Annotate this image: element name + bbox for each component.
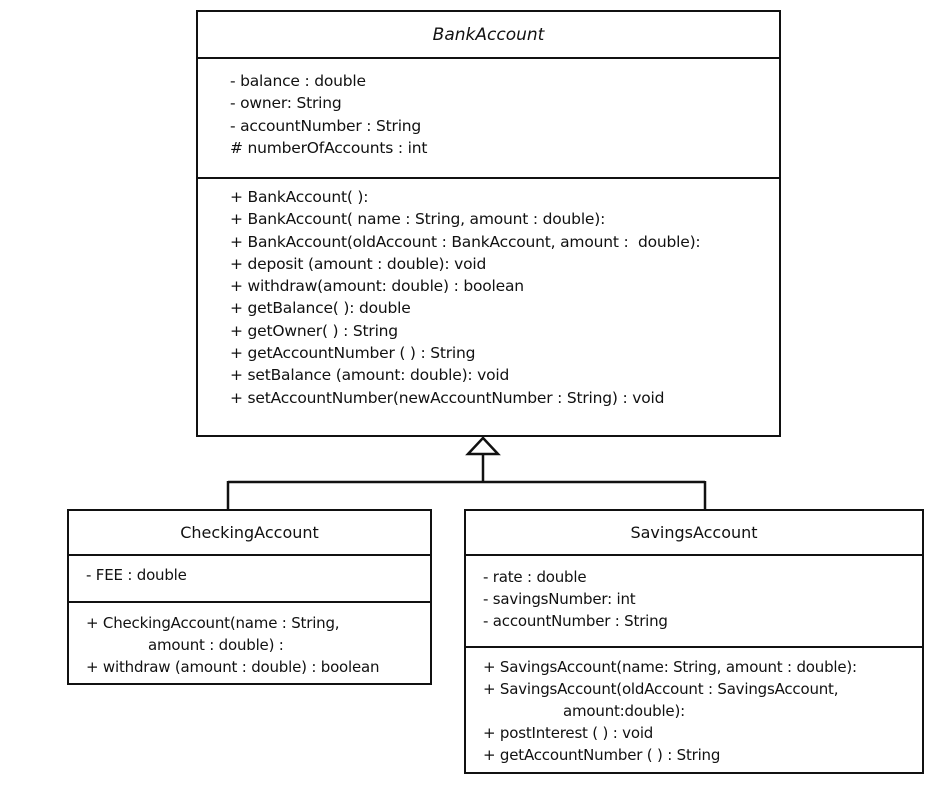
attributes-section: - balance : double - owner: String - acc… — [198, 59, 779, 179]
operation: + CheckingAccount(name : String, — [86, 614, 340, 632]
operation: + deposit (amount : double): void — [230, 254, 487, 273]
attribute: - FEE : double — [86, 566, 187, 584]
class-name-bank-account: BankAccount — [198, 12, 779, 59]
operation: + withdraw(amount: double) : boolean — [230, 277, 524, 296]
class-box-checking-account: CheckingAccount - FEE : double + Checkin… — [67, 509, 432, 685]
generalization-arrow — [226, 436, 707, 510]
operation-continuation: amount:double): — [563, 702, 685, 720]
attribute: - accountNumber : String — [483, 612, 668, 630]
operations-section: + CheckingAccount(name : String, amount … — [69, 603, 430, 678]
operation: + SavingsAccount(name: String, amount : … — [483, 658, 857, 676]
inheritance-triangle-head — [465, 436, 501, 456]
operation: + getAccountNumber ( ) : String — [483, 746, 721, 764]
operation: + BankAccount( name : String, amount : d… — [230, 210, 606, 229]
attributes-section: - rate : double - savingsNumber: int - a… — [466, 556, 922, 648]
operations-section: + BankAccount( ): + BankAccount( name : … — [198, 179, 779, 409]
operation: + withdraw (amount : double) : boolean — [86, 658, 380, 676]
operation: + BankAccount( ): — [230, 188, 369, 206]
operation: + BankAccount(oldAccount : BankAccount, … — [230, 232, 701, 251]
operation-continuation: amount : double) : — [148, 636, 284, 654]
class-name-checking-account: CheckingAccount — [69, 511, 430, 556]
operation: + getOwner( ) : String — [230, 321, 398, 340]
attributes-section: - FEE : double — [69, 556, 430, 603]
operation: + postInterest ( ) : void — [483, 724, 654, 742]
attribute: - rate : double — [483, 568, 587, 586]
operation: + SavingsAccount(oldAccount : SavingsAcc… — [483, 680, 839, 698]
operations-section: + SavingsAccount(name: String, amount : … — [466, 648, 922, 766]
attribute: # numberOfAccounts : int — [230, 138, 428, 157]
operation: + setAccountNumber(newAccountNumber : St… — [230, 388, 665, 407]
operation: + getAccountNumber ( ) : String — [230, 344, 476, 363]
class-name-savings-account: SavingsAccount — [466, 511, 922, 556]
operation: + getBalance( ): double — [230, 299, 411, 318]
class-box-savings-account: SavingsAccount - rate : double - savings… — [464, 509, 924, 774]
attribute: - savingsNumber: int — [483, 590, 636, 608]
attribute: - owner: String — [230, 94, 342, 113]
class-box-bank-account: BankAccount - balance : double - owner: … — [196, 10, 781, 437]
attribute: - accountNumber : String — [230, 116, 422, 135]
attribute: - balance : double — [230, 72, 366, 90]
operation: + setBalance (amount: double): void — [230, 366, 510, 385]
